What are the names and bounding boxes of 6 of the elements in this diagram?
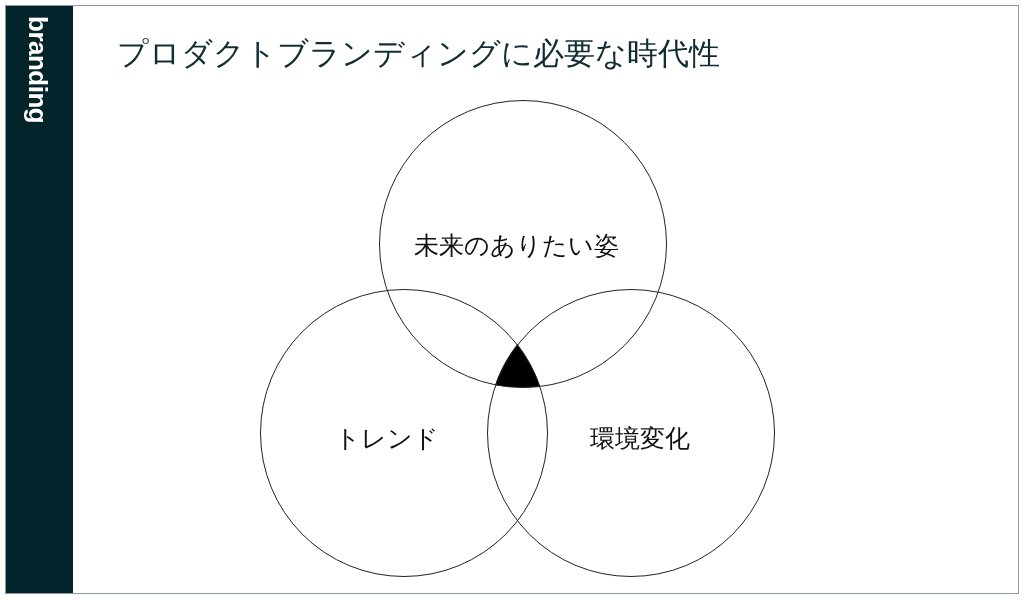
venn-label: 未来のありたい姿 [413, 230, 619, 260]
venn-label: トレンド [335, 423, 439, 453]
side-band [6, 6, 73, 593]
venn-label: 環境変化 [590, 423, 690, 453]
section-label: branding [23, 16, 53, 124]
title: プロダクトブランディングに必要な時代性 [117, 35, 720, 73]
